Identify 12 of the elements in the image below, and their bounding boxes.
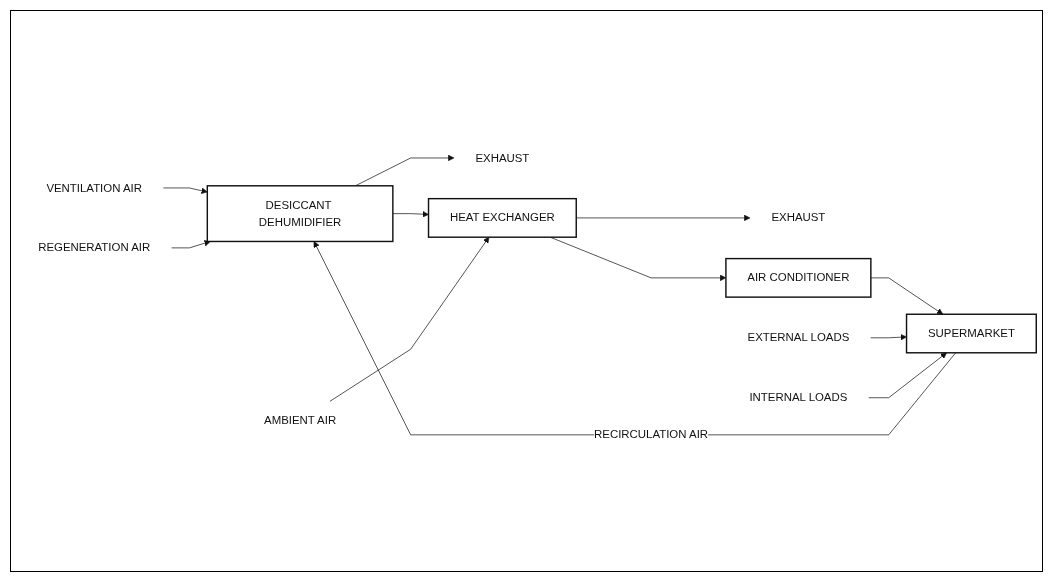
node-text: EXHAUST [771, 211, 826, 224]
node-text: AMBIENT AIR [264, 414, 337, 427]
node-text: EXHAUST [475, 151, 530, 164]
node-text: INTERNAL LOADS [749, 391, 848, 404]
node-text: REGENERATION AIR [38, 241, 151, 254]
node-box: DESICCANT DEHUMIDIFIER [206, 185, 394, 243]
node-text: EXTERNAL LOADS [747, 331, 850, 344]
node-box: AIR CONDITIONER [725, 257, 872, 298]
node-box: SUPERMARKET [905, 313, 1037, 354]
node-box: HEAT EXCHANGER [427, 197, 577, 238]
node-text: VENTILATION AIR [46, 181, 142, 194]
edge-label: RECIRCULATION AIR [594, 428, 709, 441]
